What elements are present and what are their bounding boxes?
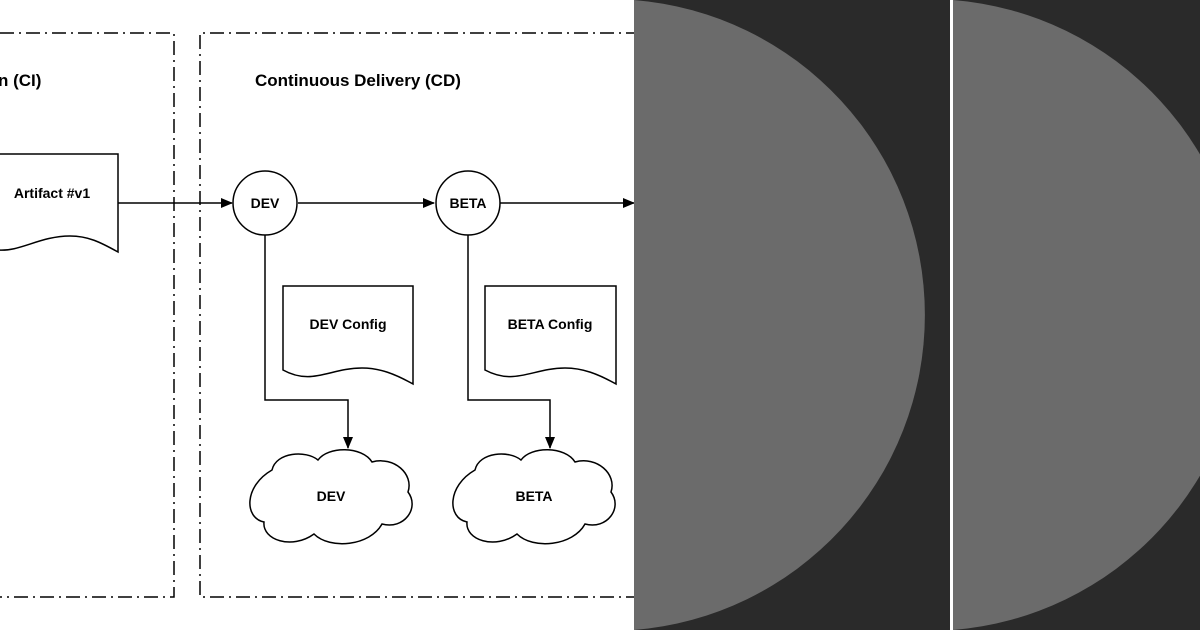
ci-section-title: n (CI) xyxy=(0,71,41,90)
semicircle-right-shape xyxy=(953,0,1200,630)
stage-dev: DEV DEV Config DEV xyxy=(232,170,414,545)
artifact-label: Artifact #v1 xyxy=(14,185,90,201)
semicircle-left-shape xyxy=(634,0,925,630)
dev-environment-cloud xyxy=(249,449,413,545)
dev-deploy-connector xyxy=(264,235,353,449)
beta-config-document xyxy=(484,285,617,386)
beta-environment-label: BETA xyxy=(515,488,552,504)
dev-stage-label: DEV xyxy=(251,195,280,211)
beta-config-label: BETA Config xyxy=(508,316,593,332)
stage-beta: BETA BETA Config BETA xyxy=(435,170,617,545)
dev-config-document xyxy=(282,285,414,386)
dev-config-label: DEV Config xyxy=(310,316,387,332)
artifact-document: Artifact #v1 xyxy=(0,153,119,254)
panel-divider xyxy=(950,0,953,630)
dark-panel-left xyxy=(634,0,950,630)
ci-section: n (CI) xyxy=(0,32,175,598)
beta-environment-cloud xyxy=(452,449,616,545)
cd-section-border xyxy=(199,32,640,598)
artifact-document-shape xyxy=(0,153,119,254)
dark-panel-right xyxy=(953,0,1200,630)
beta-deploy-connector xyxy=(467,235,555,449)
cd-section-title: Continuous Delivery (CD) xyxy=(255,71,461,90)
beta-stage-label: BETA xyxy=(449,195,486,211)
cd-section: Continuous Delivery (CD) xyxy=(199,32,640,598)
dev-environment-label: DEV xyxy=(317,488,346,504)
ci-section-border xyxy=(0,32,175,598)
